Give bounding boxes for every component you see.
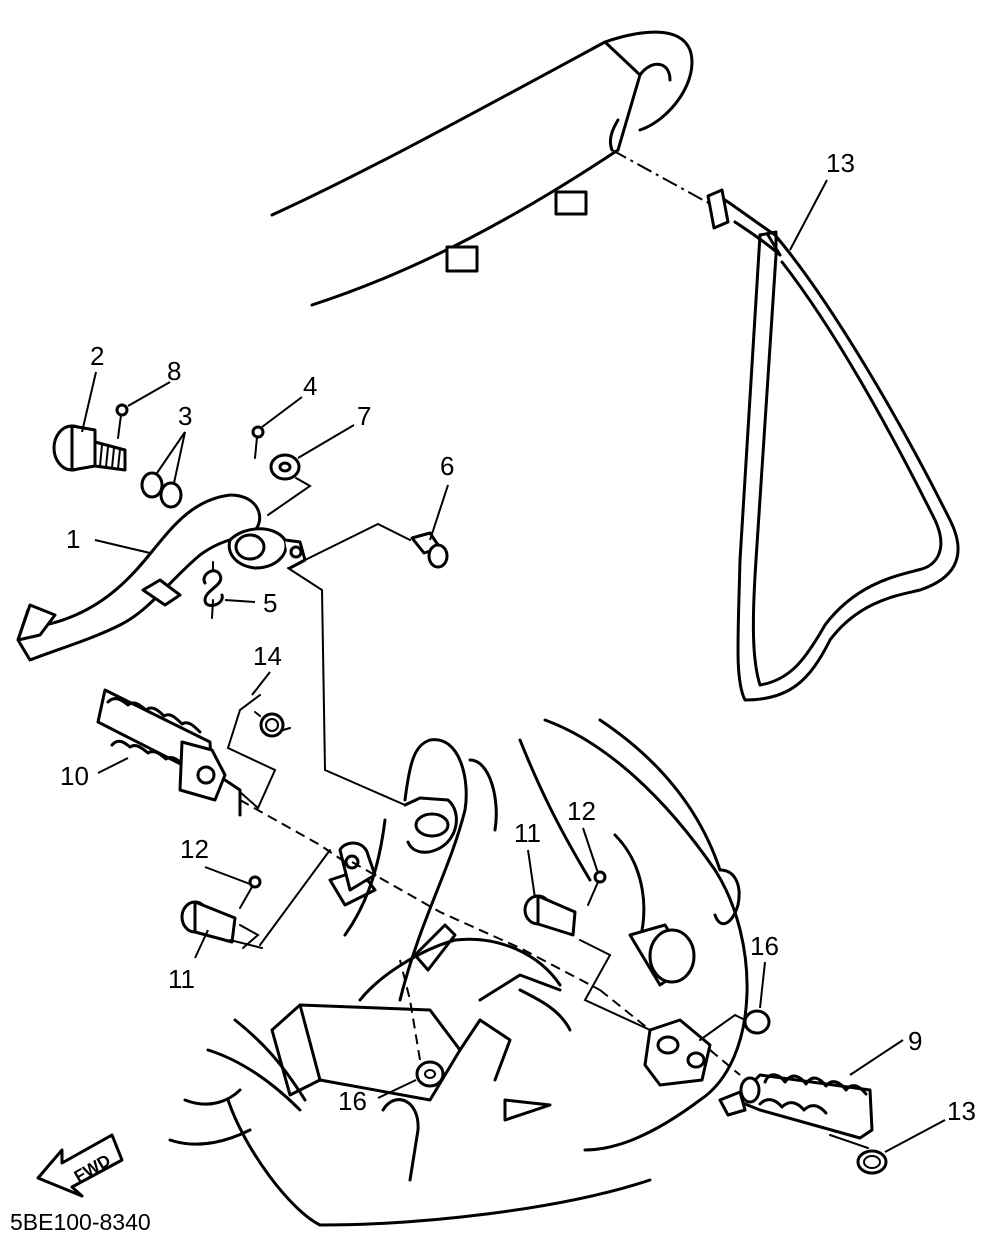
callout-8: 8 bbox=[167, 356, 181, 386]
callout-7: 7 bbox=[357, 401, 371, 431]
callout-15: 13 bbox=[826, 148, 855, 178]
frame bbox=[168, 718, 749, 1227]
callout-6: 6 bbox=[440, 451, 454, 481]
callout-12-left: 12 bbox=[180, 834, 209, 864]
bolt-11-right bbox=[523, 894, 577, 937]
frame-boss bbox=[628, 923, 696, 987]
callout-9: 9 bbox=[908, 1026, 922, 1056]
bolt-11-left bbox=[180, 900, 260, 949]
callout-11-right: 11 bbox=[514, 818, 541, 848]
callout-14: 14 bbox=[253, 641, 282, 671]
clevis-pin-6 bbox=[304, 522, 449, 569]
diagram-code: 5BE100-8340 bbox=[10, 1209, 151, 1235]
forward-arrow-icon: FWD bbox=[36, 1133, 124, 1198]
callout-5: 5 bbox=[263, 588, 277, 618]
callout-16-center: 16 bbox=[338, 1086, 367, 1116]
callout-4: 4 bbox=[303, 371, 317, 401]
callout-11-left: 11 bbox=[168, 964, 195, 994]
footrest-mount-left bbox=[338, 841, 377, 892]
callout-16-right: 16 bbox=[750, 931, 779, 961]
callout-12-right: 12 bbox=[567, 796, 596, 826]
callout-3: 3 bbox=[178, 401, 192, 431]
footrest-right bbox=[718, 1073, 874, 1140]
leader-lines bbox=[81, 179, 946, 1153]
cotter-pin-12-right bbox=[587, 870, 607, 906]
washer-16-right bbox=[743, 1009, 771, 1035]
cotter-pin-4 bbox=[251, 425, 265, 459]
clip-13 bbox=[829, 1134, 888, 1175]
callout-numbers: 2 8 3 4 7 6 1 5 14 10 13 12 11 12 11 16 … bbox=[60, 148, 976, 1126]
cotter-pin-12-left bbox=[239, 875, 262, 909]
washer-7 bbox=[267, 453, 312, 516]
brake-linkage bbox=[287, 567, 458, 854]
rear-fender bbox=[270, 30, 694, 307]
o-rings bbox=[140, 471, 183, 509]
callout-1: 1 bbox=[66, 524, 80, 554]
return-spring-5 bbox=[202, 561, 224, 619]
washer-16-center bbox=[415, 1060, 445, 1088]
callout-13: 13 bbox=[947, 1096, 976, 1126]
rear-stand bbox=[611, 149, 960, 702]
spring-14 bbox=[226, 694, 291, 810]
assembly-lines bbox=[229, 799, 746, 1076]
pivot-bolt bbox=[52, 424, 127, 472]
brake-pedal bbox=[16, 493, 307, 662]
cotter-pin-8 bbox=[115, 403, 129, 439]
callout-2: 2 bbox=[90, 341, 104, 371]
footrest-mount-right bbox=[643, 1018, 712, 1087]
footrest-left bbox=[96, 688, 242, 817]
callout-10: 10 bbox=[60, 761, 89, 791]
